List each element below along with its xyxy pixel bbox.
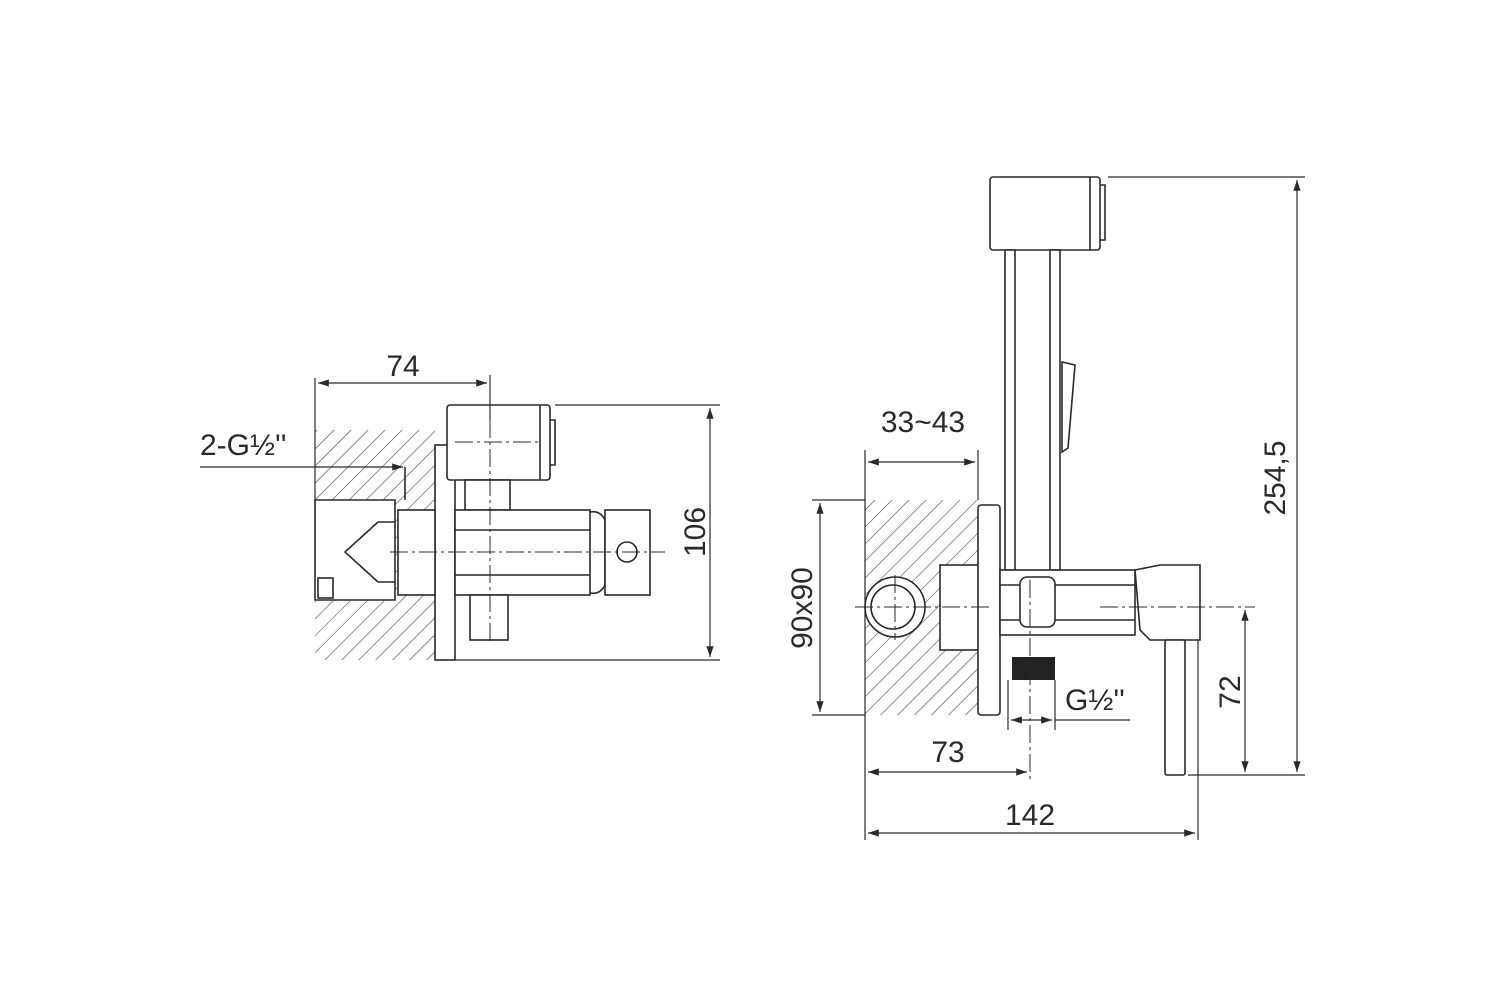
hose-bar-left bbox=[1004, 249, 1016, 571]
holder bbox=[464, 479, 511, 511]
dim-total-height: 254,5 bbox=[1259, 440, 1292, 515]
dim-outlet-offset: 73 bbox=[931, 736, 964, 769]
outlet-thread bbox=[1012, 657, 1055, 680]
dim-width: 142 bbox=[1005, 799, 1055, 832]
nut bbox=[317, 577, 334, 599]
lever-block bbox=[1134, 564, 1201, 641]
dim-wall: 33~43 bbox=[881, 406, 965, 439]
window bbox=[1019, 576, 1056, 628]
dim-height: 106 bbox=[679, 507, 712, 557]
handle bbox=[604, 509, 651, 596]
dim-connection: 2-G½'' bbox=[200, 429, 286, 462]
front-view: 33~43 90x90 G½'' 73 142 72 254,5 bbox=[786, 176, 1305, 840]
hose-bar-right bbox=[1049, 249, 1061, 571]
dim-box: 90x90 bbox=[786, 567, 819, 649]
dim-outlet: G½'' bbox=[1065, 684, 1125, 717]
dim-depth: 74 bbox=[386, 350, 419, 383]
side-view: 74 2-G½'' 106 bbox=[200, 350, 720, 661]
trigger bbox=[1061, 360, 1076, 454]
dim-lever: 72 bbox=[1214, 675, 1247, 708]
wall-section-hatch bbox=[314, 430, 435, 660]
lever-handle bbox=[1164, 639, 1186, 776]
valve-cone bbox=[343, 521, 395, 583]
flange bbox=[977, 504, 1001, 716]
shower-head bbox=[989, 176, 1101, 251]
outlet bbox=[469, 594, 509, 641]
